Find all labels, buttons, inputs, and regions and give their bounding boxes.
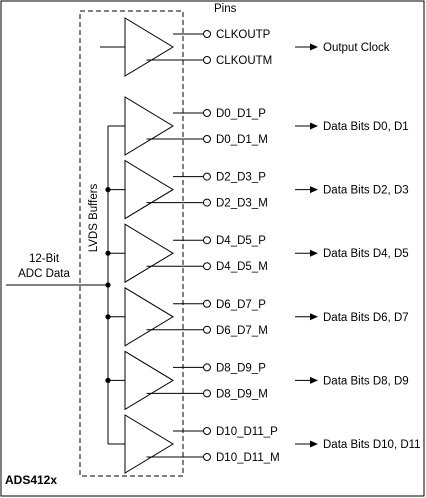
buffer-triangle (124, 350, 174, 411)
output-label: Data Bits D10, D11 (323, 439, 421, 451)
pin-label-m: D2_D3_M (216, 198, 268, 210)
buffer-triangle (124, 159, 174, 220)
pin-label-m: CLKOUTM (216, 55, 272, 67)
output-arrow-head (310, 440, 318, 448)
pin-label-p: D0_D1_P (216, 108, 266, 120)
output-arrow-head (310, 376, 318, 384)
pin-label-p: D8_D9_P (216, 362, 266, 374)
data-buffer-3: D6_D7_P D6_D7_M Data Bits D6, D7 (124, 286, 409, 347)
output-label: Data Bits D0, D1 (323, 121, 409, 133)
pin-circle (203, 427, 211, 435)
junction-dot (105, 282, 111, 288)
pin-circle (203, 135, 211, 143)
pin-circle (203, 172, 211, 181)
output-arrow-head (310, 313, 318, 321)
pin-label-p: D10_D11_P (216, 426, 278, 438)
data-buffer-5: D10_D11_P D10_D11_M Data Bits D10, D11 (124, 414, 421, 474)
junction-dot (105, 187, 111, 193)
pin-circle (203, 56, 211, 64)
output-arrow-head (310, 43, 318, 51)
output-label: Data Bits D6, D7 (323, 312, 409, 324)
pin-label-p: D4_D5_P (216, 235, 266, 247)
buffer-triangle (124, 223, 174, 284)
lvds-buffers-label: LVDS Buffers (88, 183, 100, 252)
clock-buffer: CLKOUTP CLKOUTM Output Clock (124, 17, 390, 77)
junction-dot (105, 314, 111, 320)
lvds-buffer-region (79, 10, 184, 477)
pins-header: Pins (214, 3, 237, 15)
input-label-line-1: 12-Bit (29, 253, 60, 265)
buffer-triangle (124, 286, 174, 347)
chip-name: ADS412x (5, 473, 57, 487)
pin-circle (203, 109, 211, 117)
input-label-line-2: ADC Data (18, 268, 70, 280)
pin-circle (203, 363, 211, 372)
output-label: Data Bits D8, D9 (323, 375, 409, 387)
pin-circle (203, 198, 211, 207)
pin-label-m: D4_D5_M (216, 261, 268, 273)
pin-circle (203, 325, 211, 334)
data-buffer-0: D0_D1_P D0_D1_M Data Bits D0, D1 (124, 96, 409, 156)
output-label: Data Bits D2, D3 (323, 185, 409, 197)
pin-circle (203, 236, 211, 245)
buffer-triangle (124, 96, 174, 156)
buffer-triangle (124, 414, 174, 474)
output-label: Data Bits D4, D5 (323, 248, 409, 260)
wiring (6, 46, 125, 445)
pin-circle (203, 262, 211, 271)
output-arrow-head (310, 122, 318, 130)
output-arrow-head (310, 249, 318, 257)
junction-dot (105, 377, 111, 383)
pin-label-p: D2_D3_P (216, 172, 266, 184)
pin-circle (203, 453, 211, 461)
junction-dot (105, 250, 111, 256)
pin-circle (203, 299, 211, 308)
pin-label-m: D0_D1_M (216, 134, 268, 146)
pin-circle (203, 389, 211, 398)
pin-label-m: D6_D7_M (216, 325, 268, 337)
pin-label-p: D6_D7_P (216, 299, 266, 311)
buffer-triangle (124, 17, 174, 77)
pin-circle (203, 30, 211, 38)
output-label: Output Clock (323, 42, 390, 54)
output-arrow-head (310, 186, 318, 194)
data-buffer-4: D8_D9_P D8_D9_M Data Bits D8, D9 (124, 350, 409, 411)
pin-label-m: D10_D11_M (216, 452, 280, 464)
pin-label-p: CLKOUTP (216, 29, 271, 41)
data-buffer-2: D4_D5_P D4_D5_M Data Bits D4, D5 (124, 223, 409, 284)
pin-label-m: D8_D9_M (216, 388, 268, 400)
data-buffer-1: D2_D3_P D2_D3_M Data Bits D2, D3 (124, 159, 409, 220)
